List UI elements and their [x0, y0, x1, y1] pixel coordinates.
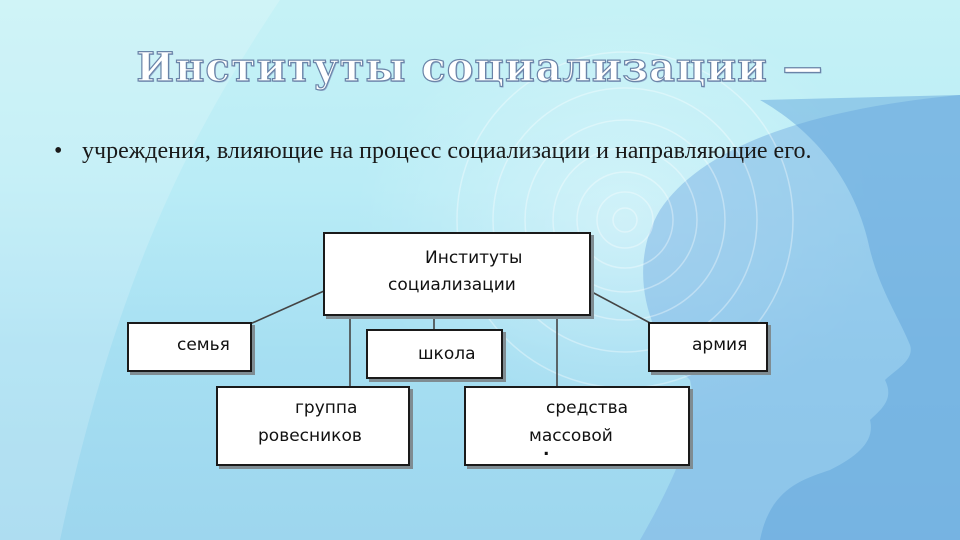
box-mass-media: средства массовой .: [464, 386, 690, 466]
media-label-line1: средства: [546, 398, 628, 418]
media-label-line3: .: [543, 440, 549, 460]
school-label: школа: [418, 344, 476, 364]
box-school: школа: [366, 329, 503, 379]
family-label: семья: [177, 335, 230, 355]
army-label: армия: [692, 335, 747, 355]
box-army: армия: [648, 322, 768, 372]
connector-to-army: [590, 291, 652, 324]
box-family: семья: [127, 322, 252, 372]
box-peer-group: группа ровесников: [216, 386, 410, 466]
connector-to-family: [250, 291, 324, 324]
peers-label-line1: группа: [295, 398, 357, 418]
root-label-line2: социализации: [388, 275, 516, 295]
root-label-line1: Институты: [425, 248, 522, 268]
media-label-line2: массовой: [529, 426, 613, 446]
root-box-institutes: Институты социализации: [323, 232, 591, 316]
peers-label-line2: ровесников: [258, 426, 362, 446]
